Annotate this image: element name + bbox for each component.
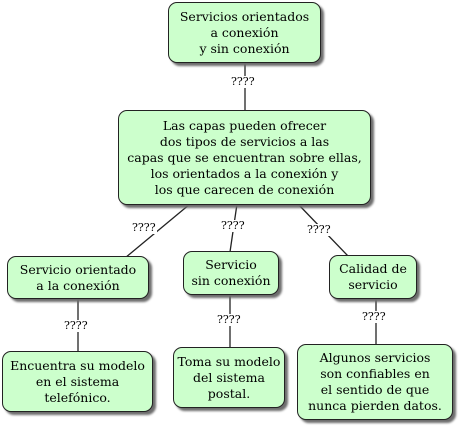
- node-quality-of-service: Calidad de servicio: [329, 255, 417, 299]
- link-label-center-oriented: ????: [131, 221, 157, 234]
- link-label-center-quality: ????: [306, 223, 332, 236]
- node-postal-model: Toma su modelo del sistema postal.: [173, 347, 285, 408]
- link-label-oriented-example: ????: [63, 319, 89, 332]
- link-label-connectionless-example: ????: [216, 313, 242, 326]
- node-telephone-model: Encuentra su modelo en el sistema telefó…: [2, 351, 153, 412]
- node-layer-services-description: Las capas pueden ofrecer dos tipos de se…: [118, 110, 371, 205]
- link-label-quality-example: ????: [361, 310, 387, 323]
- node-reliable-services: Algunos servicios son confiables en el s…: [297, 344, 453, 420]
- node-connectionless-service: Servicio sin conexión: [183, 251, 279, 295]
- link-label-root-center: ????: [230, 75, 256, 88]
- connector-center-oriented: [124, 203, 191, 259]
- node-connection-services: Servicios orientados a conexión y sin co…: [168, 2, 321, 63]
- node-connection-oriented-service: Servicio orientado a la conexión: [7, 256, 149, 299]
- link-label-center-connectionless: ????: [220, 219, 246, 232]
